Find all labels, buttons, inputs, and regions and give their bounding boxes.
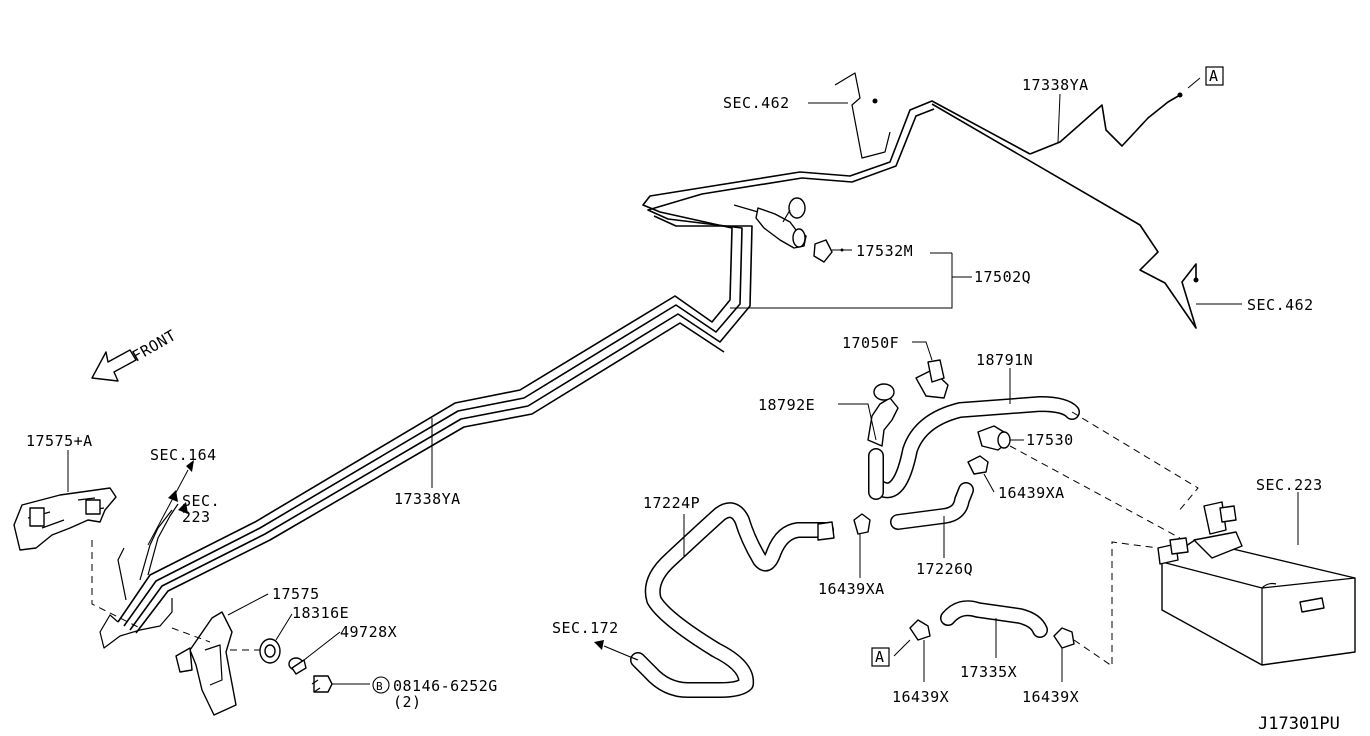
- label-17226q: 17226Q: [916, 560, 973, 578]
- hose-17224p: [594, 502, 835, 698]
- label-16439xa-mid: 16439XA: [818, 580, 885, 598]
- part-17530: [977, 425, 1181, 539]
- label-bolt-symbol: B: [376, 680, 383, 693]
- label-sec462-top: SEC.462: [723, 94, 790, 112]
- label-17575: 17575: [272, 585, 320, 603]
- label-sec223-left-1: SEC.: [182, 492, 220, 510]
- main-tube-bundle: [117, 72, 1199, 634]
- bracket-17575a: [13, 450, 141, 629]
- left-tube-ends: [99, 460, 194, 649]
- label-sec223-left-2: 223: [182, 508, 211, 526]
- ref-a-bottom-box: [871, 647, 890, 667]
- clip-49728x: [288, 631, 341, 675]
- label-17530: 17530: [1026, 431, 1074, 449]
- clamp-16439x-right: [1053, 541, 1159, 682]
- label-17502q: 17502Q: [974, 268, 1031, 286]
- label-ref-a-top: A: [1209, 67, 1219, 85]
- canister: [1157, 492, 1356, 666]
- ref-a-top-box: [1205, 66, 1224, 86]
- label-sec172: SEC.172: [552, 619, 619, 637]
- label-sec462-right: SEC.462: [1247, 296, 1314, 314]
- label-17532m: 17532M: [856, 242, 913, 260]
- leader-17502q: [730, 252, 972, 309]
- label-49728x: 49728X: [340, 623, 397, 641]
- bracket-17575: [171, 593, 269, 716]
- label-sec164: SEC.164: [150, 446, 217, 464]
- front-arrow: FRONT: [91, 326, 179, 382]
- label-17575a: 17575+A: [26, 432, 93, 450]
- label-18792e: 18792E: [758, 396, 815, 414]
- clamp-16439xa-mid: [853, 513, 871, 578]
- part-labels: SEC.462 17338YA A 17532M 17502Q SEC.462 …: [26, 67, 1340, 734]
- label-18316e: 18316E: [292, 604, 349, 622]
- label-16439x-left: 16439X: [892, 688, 949, 706]
- label-17335x: 17335X: [960, 663, 1017, 681]
- label-qty-2: (2): [393, 693, 422, 711]
- diagram-id: J17301PU: [1258, 714, 1340, 734]
- label-ref-a-bottom: A: [875, 648, 885, 666]
- label-17224p: 17224P: [643, 494, 700, 512]
- hose-18791n: [872, 368, 1199, 513]
- label-sec223-right: SEC.223: [1256, 476, 1323, 494]
- part-17050f: [912, 341, 949, 399]
- clamp-16439xa-right: [967, 455, 995, 493]
- label-17338ya-top: 17338YA: [1022, 76, 1089, 94]
- label-17050f: 17050F: [842, 334, 899, 352]
- hose-18792e: [838, 383, 899, 500]
- label-08146: 08146-6252G: [393, 677, 498, 695]
- front-label: FRONT: [129, 326, 179, 365]
- label-16439xa-right: 16439XA: [998, 484, 1065, 502]
- hose-17335x: [940, 600, 1048, 658]
- clamp-16439x-left: [893, 619, 931, 682]
- label-16439x-right: 16439X: [1022, 688, 1079, 706]
- grommet-18316e: [259, 613, 293, 664]
- label-18791n: 18791N: [976, 351, 1033, 369]
- valve-assembly: [733, 197, 852, 263]
- bolt-08146: [311, 675, 390, 694]
- hose-17226q: [890, 482, 974, 558]
- label-17338ya-mid: 17338YA: [394, 490, 461, 508]
